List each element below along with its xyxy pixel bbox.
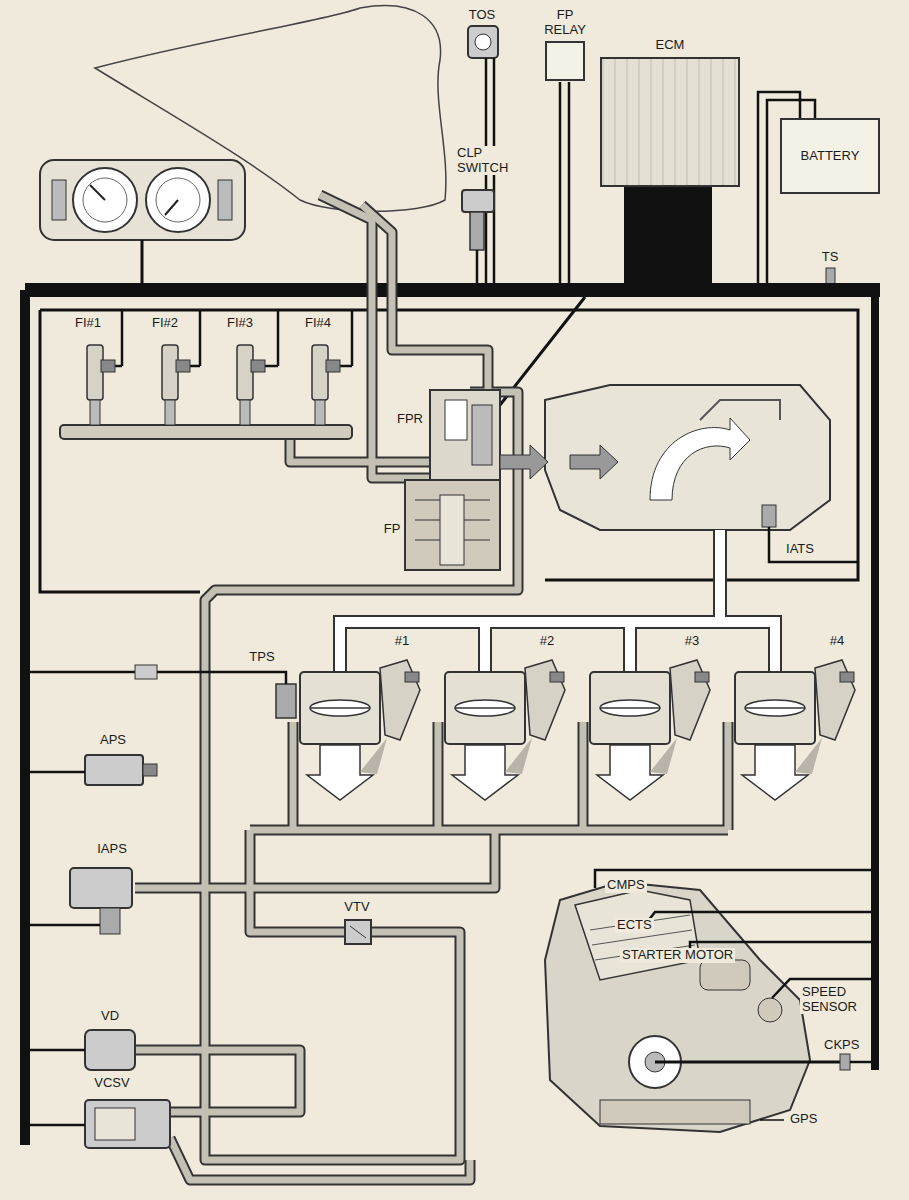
part-label: ECTS — [615, 918, 654, 933]
part-label: CLP SWITCH — [455, 146, 510, 175]
part-label: VTV — [342, 900, 371, 915]
unit-outline — [600, 57, 740, 187]
unit-outline — [545, 41, 585, 81]
part-label: FI#3 — [225, 316, 255, 331]
relay-box: FP RELAY — [530, 8, 600, 81]
part-label: CMPS — [605, 878, 647, 893]
part-label: FP — [382, 522, 403, 537]
part-label: IAPS — [95, 842, 129, 857]
part-label: #4 — [828, 634, 846, 649]
part-label: STARTER MOTOR — [620, 948, 735, 963]
part-label: TOS — [467, 8, 498, 23]
part-label: GPS — [788, 1112, 819, 1127]
battery-box: BATTERY — [780, 118, 880, 194]
part-label: TPS — [247, 650, 276, 665]
part-label: CKPS — [822, 1038, 861, 1053]
part-label: FI#4 — [303, 316, 333, 331]
part-label: FI#2 — [150, 316, 180, 331]
part-label: SPEED SENSOR — [800, 985, 859, 1014]
part-label: VD — [99, 1009, 121, 1024]
part-label: FI#1 — [73, 316, 103, 331]
part-label: VCSV — [92, 1076, 131, 1091]
part-label: IATS — [784, 542, 816, 557]
part-label: #3 — [683, 634, 701, 649]
part-label: FPR — [395, 412, 425, 427]
node-label: FP RELAY — [544, 8, 586, 37]
part-label: #1 — [393, 634, 411, 649]
ecm-unit: ECM — [596, 38, 744, 187]
part-label: TS — [820, 250, 841, 265]
node-label: BATTERY — [801, 149, 860, 164]
node-label: ECM — [596, 38, 744, 53]
part-label: APS — [98, 733, 128, 748]
part-label: #2 — [538, 634, 556, 649]
